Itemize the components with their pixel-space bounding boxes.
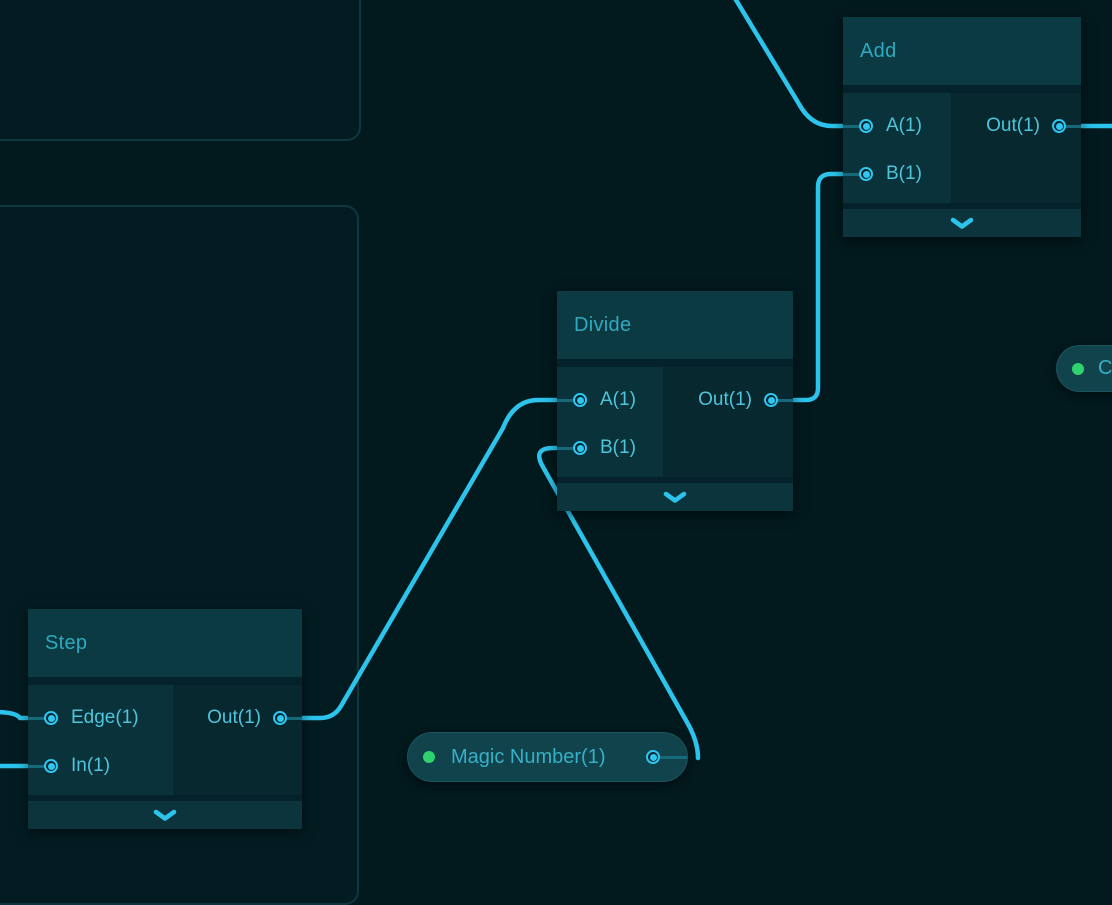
chevron-down-icon [950, 217, 974, 229]
node-title: Step [45, 631, 88, 654]
chevron-down-icon [153, 809, 177, 821]
output-column: Out(1) [663, 367, 793, 477]
property-pill-magic-number[interactable]: Magic Number(1) [407, 732, 688, 782]
node-title: Divide [574, 313, 632, 336]
input-port-icon[interactable] [859, 167, 873, 181]
input-port-row: In(1) [28, 742, 173, 790]
node-body: Edge(1) In(1) Out(1) [28, 685, 302, 795]
node-title-bar[interactable]: Divide [557, 291, 793, 359]
port-label: B(1) [600, 437, 636, 458]
port-label: In(1) [71, 755, 111, 776]
node-divide[interactable]: Divide A(1) B(1) Out(1) [557, 291, 793, 511]
wire-left-edge-to-step-edge[interactable] [0, 709, 34, 721]
property-pill-clipped[interactable]: C [1056, 345, 1112, 392]
input-column: Edge(1) In(1) [28, 685, 173, 795]
group-frame-top-left[interactable] [0, 0, 361, 141]
chevron-down-icon [663, 491, 687, 503]
node-add[interactable]: Add A(1) B(1) Out(1) [843, 17, 1081, 237]
node-expand-button[interactable] [843, 209, 1081, 237]
property-label: C [1098, 357, 1112, 379]
input-port-icon[interactable] [44, 711, 58, 725]
node-title-bar[interactable]: Step [28, 609, 302, 677]
port-label: Out(1) [986, 115, 1040, 136]
output-port-icon[interactable] [1052, 119, 1066, 133]
input-column: A(1) B(1) [557, 367, 663, 477]
property-label: Magic Number(1) [451, 745, 606, 768]
wire-top-to-add-a[interactable] [733, 0, 849, 129]
input-port-row: A(1) [843, 102, 951, 150]
node-expand-button[interactable] [557, 483, 793, 511]
port-stub [652, 755, 687, 759]
input-port-row: B(1) [843, 150, 951, 198]
node-body: A(1) B(1) Out(1) [843, 93, 1081, 203]
output-port-icon[interactable] [273, 711, 287, 725]
input-port-row: Edge(1) [28, 694, 173, 742]
node-expand-button[interactable] [28, 801, 302, 829]
port-label: Out(1) [698, 389, 752, 410]
port-label: A(1) [886, 115, 922, 136]
output-port-row: Out(1) [173, 694, 302, 742]
property-dot-icon [1072, 362, 1084, 375]
input-port-icon[interactable] [573, 441, 587, 455]
wire-layer [0, 0, 1112, 769]
wire-divide-out-to-add-b[interactable] [789, 171, 849, 403]
port-label: B(1) [886, 163, 922, 184]
output-column: Out(1) [951, 93, 1081, 203]
port-label: Edge(1) [71, 707, 139, 728]
wire-step-out-to-divide-a[interactable] [298, 397, 562, 721]
input-port-row: A(1) [557, 376, 663, 424]
input-port-row: B(1) [557, 424, 663, 472]
output-column: Out(1) [173, 685, 302, 795]
output-port-icon[interactable] [764, 393, 778, 407]
output-port-row: Out(1) [951, 102, 1081, 150]
wire-divide-b-to-magic-number[interactable] [537, 445, 701, 761]
output-port-row: Out(1) [663, 376, 793, 424]
property-dot-icon [423, 751, 435, 763]
node-step[interactable]: Step Edge(1) In(1) Out(1) [28, 609, 302, 829]
node-title: Add [860, 39, 897, 62]
port-label: A(1) [600, 389, 636, 410]
input-column: A(1) B(1) [843, 93, 951, 203]
node-title-bar[interactable]: Add [843, 17, 1081, 85]
input-port-icon[interactable] [859, 119, 873, 133]
input-port-icon[interactable] [44, 759, 58, 773]
node-body: A(1) B(1) Out(1) [557, 367, 793, 477]
port-label: Out(1) [207, 707, 261, 728]
input-port-icon[interactable] [573, 393, 587, 407]
output-port-icon[interactable] [646, 750, 660, 764]
